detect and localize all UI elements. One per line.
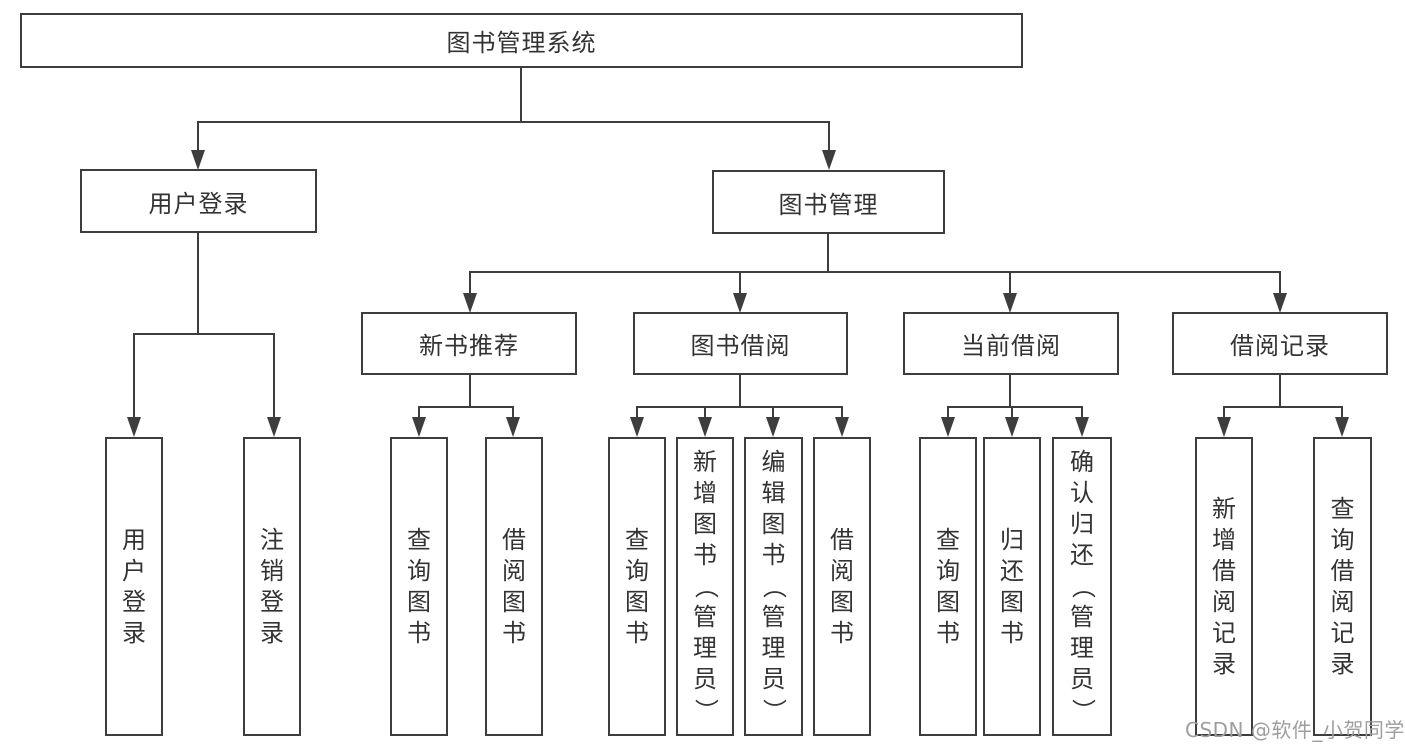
connector-line xyxy=(197,121,830,123)
connector-line xyxy=(739,271,741,296)
connector-line xyxy=(520,68,522,122)
arrow-down-icon xyxy=(766,417,780,437)
leaf-add-borrow-record-label: 新增借阅记录 xyxy=(1212,494,1236,678)
arrow-down-icon xyxy=(822,150,836,170)
node-book-management-label: 图书管理 xyxy=(778,190,879,219)
leaf-edit-books-admin: 编辑图书（管理员） xyxy=(744,437,803,736)
leaf-borrow-books-label: 借阅图书 xyxy=(830,525,854,647)
connector-line xyxy=(197,233,199,334)
arrow-down-icon xyxy=(1273,293,1287,313)
connector-line xyxy=(197,121,199,152)
node-book-borrow: 图书借阅 xyxy=(633,312,848,375)
leaf-query-books-current: 查询图书 xyxy=(919,437,977,736)
connector-line xyxy=(469,375,471,408)
connector-line xyxy=(772,406,774,420)
connector-line xyxy=(512,406,514,420)
connector-line xyxy=(418,406,420,420)
connector-line xyxy=(469,271,471,296)
connector-line xyxy=(469,271,1281,273)
arrow-down-icon xyxy=(267,417,281,437)
connector-line xyxy=(739,375,741,408)
connector-line xyxy=(1279,375,1281,408)
connector-line xyxy=(1223,406,1225,420)
arrow-down-icon xyxy=(630,417,644,437)
node-current-borrow: 当前借阅 xyxy=(903,312,1119,375)
csdn-watermark: CSDN @软件_小贺同学 xyxy=(1185,718,1405,742)
leaf-borrow-books-recommend-label: 借阅图书 xyxy=(502,525,526,647)
leaf-query-books-recommend: 查询图书 xyxy=(390,437,448,736)
node-user-login: 用户登录 xyxy=(80,169,317,233)
leaf-user-login: 用户登录 xyxy=(105,437,163,736)
connector-line xyxy=(1011,406,1013,420)
leaf-borrow-books-recommend: 借阅图书 xyxy=(485,437,543,736)
connector-line xyxy=(636,406,638,420)
arrow-down-icon xyxy=(941,417,955,437)
leaf-query-books-recommend-label: 查询图书 xyxy=(407,525,431,647)
arrow-down-icon xyxy=(1217,417,1231,437)
connector-line xyxy=(1279,271,1281,296)
leaf-add-books-admin: 新增图书（管理员） xyxy=(676,437,734,736)
leaf-return-books: 归还图书 xyxy=(983,437,1041,736)
connector-line xyxy=(636,406,843,408)
arrow-down-icon xyxy=(733,293,747,313)
connector-line xyxy=(133,333,275,335)
arrow-down-icon xyxy=(1335,417,1349,437)
arrow-down-icon xyxy=(835,417,849,437)
connector-line xyxy=(827,234,829,273)
connector-line xyxy=(1009,271,1011,296)
arrow-down-icon xyxy=(506,417,520,437)
leaf-query-books-current-label: 查询图书 xyxy=(936,525,960,647)
leaf-query-borrow-record: 查询借阅记录 xyxy=(1313,437,1372,736)
arrow-down-icon xyxy=(1003,293,1017,313)
leaf-add-borrow-record: 新增借阅记录 xyxy=(1195,437,1253,736)
leaf-user-login-label: 用户登录 xyxy=(122,525,146,647)
node-root: 图书管理系统 xyxy=(20,13,1023,68)
connector-line xyxy=(947,406,949,420)
arrow-down-icon xyxy=(1005,417,1019,437)
node-book-borrow-label: 图书借阅 xyxy=(690,332,791,360)
leaf-confirm-return-admin-label: 确认归还（管理员） xyxy=(1068,448,1097,723)
node-new-book-recommend-label: 新书推荐 xyxy=(419,332,519,360)
connector-line xyxy=(704,406,706,420)
arrow-down-icon xyxy=(412,417,426,437)
connector-line xyxy=(1081,406,1083,420)
leaf-confirm-return-admin: 确认归还（管理员） xyxy=(1052,437,1112,736)
arrow-down-icon xyxy=(127,417,141,437)
node-current-borrow-label: 当前借阅 xyxy=(961,332,1061,360)
arrow-down-icon xyxy=(1075,417,1089,437)
leaf-query-borrow-record-label: 查询借阅记录 xyxy=(1330,494,1355,678)
leaf-add-books-admin-label: 新增图书（管理员） xyxy=(691,448,720,723)
node-book-management: 图书管理 xyxy=(712,170,945,234)
arrow-down-icon xyxy=(698,417,712,437)
connector-line xyxy=(1341,406,1343,420)
node-borrow-records-label: 借阅记录 xyxy=(1230,332,1330,360)
leaf-edit-books-admin-label: 编辑图书（管理员） xyxy=(760,448,788,723)
arrow-down-icon xyxy=(463,293,477,313)
leaf-logout: 注销登录 xyxy=(243,437,301,736)
leaf-return-books-label: 归还图书 xyxy=(1000,525,1024,647)
connector-line xyxy=(1223,406,1343,408)
node-user-login-label: 用户登录 xyxy=(148,189,249,218)
node-borrow-records: 借阅记录 xyxy=(1172,312,1388,375)
connector-line xyxy=(418,406,514,408)
connector-line xyxy=(273,333,275,420)
connector-line xyxy=(133,333,135,420)
leaf-logout-label: 注销登录 xyxy=(260,525,284,647)
connector-line xyxy=(828,121,830,152)
node-new-book-recommend: 新书推荐 xyxy=(361,312,577,375)
node-root-label: 图书管理系统 xyxy=(446,29,597,57)
leaf-query-books-borrow: 查询图书 xyxy=(608,437,666,736)
leaf-borrow-books: 借阅图书 xyxy=(813,437,871,736)
leaf-query-books-borrow-label: 查询图书 xyxy=(625,525,649,647)
connector-line xyxy=(1009,375,1011,408)
arrow-down-icon xyxy=(191,150,205,170)
connector-line xyxy=(947,406,1083,408)
connector-line xyxy=(841,406,843,420)
